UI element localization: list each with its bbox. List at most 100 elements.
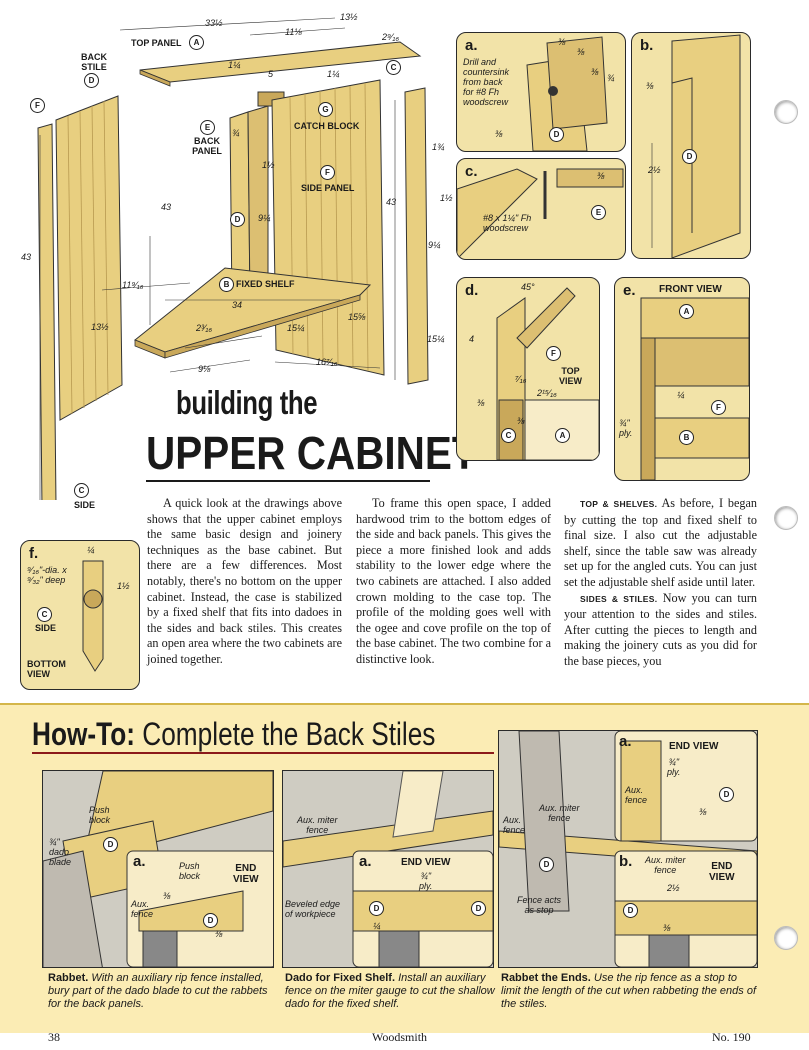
dim-1-half: 1½ (262, 160, 275, 170)
dim-9-4-b: 9¼ (428, 240, 441, 250)
dim-15-4: 15¼ (287, 323, 305, 333)
detail-d-part-f: F (546, 346, 561, 361)
side-panel-label: SIDE PANEL (301, 183, 355, 193)
detail-a-dim: ⅜ (495, 129, 503, 139)
howto-2-inset-title: END VIEW (401, 857, 451, 868)
howto-3-part-d-a: D (719, 787, 734, 802)
howto-2-caption: Dado for Fixed Shelf. Install an auxilia… (285, 972, 495, 1010)
detail-e-dim: ¼ (677, 390, 685, 400)
detail-f-dim: 1½ (117, 581, 130, 591)
back-stile-label: BACK STILE (81, 52, 107, 72)
howto-3-inset-b-letter: b. (619, 853, 633, 870)
howto-2-dim: ¼ (373, 921, 381, 931)
detail-c-dim: ⅜ (597, 171, 605, 181)
howto-panel-3: a. END VIEW ¾"ply. Aux.fence ⅜ D Aux. mi… (498, 730, 758, 968)
title-underline (146, 480, 430, 482)
dim-16-7: 16⁷⁄₁₆ (316, 357, 338, 367)
part-f-marker: F (30, 98, 45, 113)
detail-a-dim: ⅜ (577, 47, 585, 57)
howto-title-rule (32, 752, 494, 754)
howto-1-dim: ⅜ (215, 929, 223, 939)
howto-panel-3-drawing (499, 731, 757, 967)
detail-e-part-f: F (711, 400, 726, 415)
howto-1-part-d-inset: D (203, 913, 218, 928)
part-d-marker-top: D (84, 73, 99, 88)
detail-b-drawing (651, 34, 741, 258)
howto-3-caption: Rabbet the Ends. Use the rip fence as a … (501, 972, 756, 1010)
dim-43-a: 43 (161, 202, 172, 212)
detail-a-part-d: D (549, 127, 564, 142)
binder-hole (774, 506, 798, 530)
part-e-marker: E (200, 120, 215, 135)
howto-panel-2-drawing (283, 771, 493, 967)
dim-3-4: ¾ (232, 128, 240, 138)
body-column-3: TOP & SHELVES. As before, I began by cut… (564, 496, 757, 668)
howto-3-inset-a-title: END VIEW (669, 741, 719, 752)
dim-34: 34 (232, 300, 243, 310)
howto-3-part-d: D (539, 857, 554, 872)
dim-11: 11⅛ (285, 27, 302, 37)
dim-13-half: 13½ (91, 322, 109, 332)
howto-2-part-d: D (369, 901, 384, 916)
article-title-line2: UPPER CABINET (146, 427, 477, 479)
detail-f-dim: ¼ (87, 545, 95, 555)
howto-3-dim-b2: ⅜ (663, 923, 671, 933)
howto-2-part-d-right: D (471, 901, 486, 916)
dim-11-9: 11⁹⁄₁₆ (122, 280, 144, 290)
detail-e-part-a: A (679, 304, 694, 319)
part-a-marker: A (189, 35, 204, 50)
howto-3-dim: ⅜ (699, 807, 707, 817)
back-panel-label: BACK PANEL (192, 136, 222, 156)
howto-1-part-d: D (103, 837, 118, 852)
part-c-marker-right: C (386, 60, 401, 75)
binder-hole (774, 926, 798, 950)
dim-2-9: 2⁹⁄₁₆ (382, 32, 399, 42)
detail-e-title: FRONT VIEW (659, 284, 722, 295)
howto-3-ply: ¾"ply. (667, 757, 681, 777)
detail-d-dim: 4 (469, 334, 475, 344)
dim-9-4: 9¼ (258, 213, 271, 223)
howto-3-dim-b: 2½ (667, 883, 680, 893)
dim-9-8: 9⅛ (198, 364, 211, 374)
exploded-cabinet-drawing (37, 17, 429, 500)
top-panel-label: TOP PANEL (131, 38, 182, 48)
dim-1-4-b: 1¼ (327, 69, 340, 79)
detail-f-part-c: C (37, 607, 52, 622)
detail-d-part-c: C (501, 428, 516, 443)
howto-3-inset-aux-fence: Aux.fence (625, 785, 648, 805)
side-label: SIDE (74, 500, 96, 510)
dim-43-b: 43 (386, 197, 397, 207)
howto-1-inset-letter: a. (133, 853, 146, 870)
magazine-name: Woodsmith (372, 1030, 428, 1044)
dim-2-3: 2³⁄₁₆ (196, 323, 212, 333)
howto-3-aux-fence: Aux.fence (503, 815, 526, 835)
detail-c-part-e: E (591, 205, 606, 220)
page-number: 38 (48, 1030, 60, 1044)
detail-e-part-b: B (679, 430, 694, 445)
detail-a-drawing (526, 36, 608, 151)
howto-1-aux-fence: Aux.fence (131, 899, 154, 919)
detail-f-letter: f. (29, 545, 39, 562)
detail-d-dim: ⅜ (477, 398, 485, 408)
detail-c-drawing (457, 168, 624, 259)
dim-1-4: 1¼ (228, 60, 241, 70)
detail-d-dim: ⅜ (517, 416, 525, 426)
detail-b-panel: b. ⅜ 2½ D (631, 32, 751, 259)
howto-2-ply: ¾"ply. (419, 871, 433, 891)
detail-c-letter: c. (465, 163, 478, 180)
body-column-1: A quick look at the drawings above shows… (147, 496, 342, 666)
